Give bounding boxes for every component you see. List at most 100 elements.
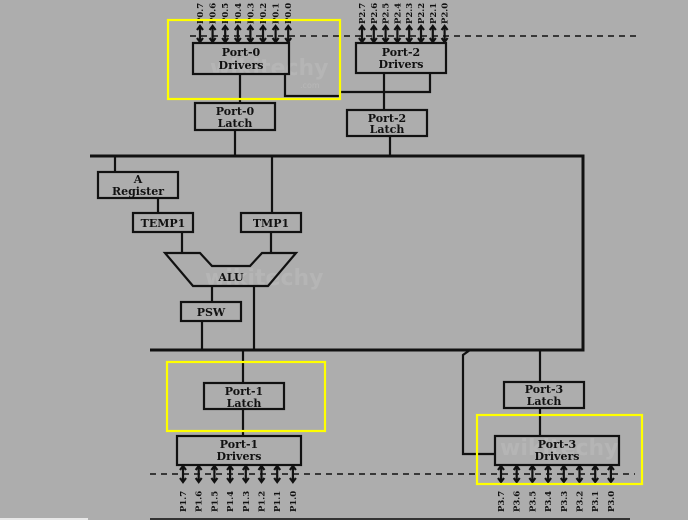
pin-label-P0-6: P0.6 bbox=[209, 3, 219, 24]
pin-arrowhead bbox=[271, 24, 280, 31]
port3-drivers-block bbox=[493, 434, 621, 467]
pin-label-P1-1: P1.1 bbox=[273, 491, 283, 512]
port3-drivers-label-2: Drivers bbox=[535, 450, 580, 463]
pin-arrowhead bbox=[369, 24, 378, 31]
pin-label-P1-2: P1.2 bbox=[258, 491, 268, 512]
port3-latch-label-1: Port-3 bbox=[525, 383, 563, 396]
pin-arrowhead bbox=[208, 37, 217, 44]
pin-arrowhead bbox=[226, 464, 234, 471]
port3-alt-function-wire bbox=[461, 349, 494, 456]
alu-block bbox=[162, 251, 299, 288]
a-register-block bbox=[96, 170, 180, 200]
pin-arrowhead bbox=[246, 24, 255, 31]
pin-arrowhead bbox=[428, 37, 437, 44]
pin-label-P0-7: P0.7 bbox=[196, 3, 206, 24]
pin-arrowhead bbox=[196, 24, 204, 31]
port3-drivers-label-1: Port-3 bbox=[538, 438, 576, 451]
port2-drivers-block bbox=[354, 41, 448, 75]
psw-block bbox=[179, 300, 243, 323]
pin-arrowhead bbox=[259, 24, 267, 31]
internal-data-bus bbox=[90, 154, 585, 352]
pin-arrowhead bbox=[241, 477, 250, 484]
pin-arrowhead bbox=[226, 477, 234, 484]
pin-arrowhead bbox=[607, 464, 615, 471]
pin-label-P1-5: P1.5 bbox=[210, 491, 220, 512]
highlight-port3 bbox=[475, 413, 644, 486]
pin-label-P3-4: P3.4 bbox=[544, 491, 554, 512]
alu-label: ALU bbox=[217, 271, 244, 284]
pin-arrowhead bbox=[284, 37, 293, 44]
pin-arrowhead bbox=[559, 477, 568, 484]
pin-label-P0-2: P0.2 bbox=[259, 3, 269, 24]
highlight-port0 bbox=[166, 18, 342, 101]
watermark-brand-3: wikitechy bbox=[500, 436, 619, 461]
pin-label-P1-4: P1.4 bbox=[226, 491, 236, 512]
a-register-label-1: A bbox=[133, 173, 143, 186]
pin-label-P3-7: P3.7 bbox=[497, 491, 507, 512]
pin-arrowhead bbox=[544, 477, 552, 484]
port2-latch-label-1: Port-2 bbox=[368, 112, 406, 125]
pin-label-P0-4: P0.4 bbox=[234, 3, 244, 24]
pin-arrowhead bbox=[528, 464, 537, 471]
port2-drivers-label-1: Port-2 bbox=[382, 46, 420, 59]
pin-label-P0-5: P0.5 bbox=[221, 3, 231, 24]
pin-arrowhead bbox=[257, 464, 266, 471]
pin-label-P1-0: P1.0 bbox=[289, 491, 299, 512]
pin-arrowhead bbox=[559, 464, 568, 471]
port0-drivers-block bbox=[191, 41, 291, 76]
pin-label-P2-7: P2.7 bbox=[358, 3, 368, 24]
pin-arrowhead bbox=[497, 464, 505, 471]
pin-arrowhead bbox=[179, 477, 187, 484]
pin-label-P3-2: P3.2 bbox=[576, 491, 586, 512]
port2-addr-wire bbox=[340, 74, 432, 94]
pin-arrowhead bbox=[358, 37, 366, 44]
pin-arrowhead bbox=[179, 464, 187, 471]
pin-label-P1-6: P1.6 bbox=[195, 491, 205, 512]
pin-arrowhead bbox=[393, 37, 402, 44]
pin-arrowhead bbox=[257, 477, 266, 484]
pin-arrowhead bbox=[210, 464, 219, 471]
pin-arrowhead bbox=[607, 477, 615, 484]
port2-latch-label-2: Latch bbox=[370, 123, 405, 136]
pin-arrowhead bbox=[405, 37, 414, 44]
pin-arrowhead bbox=[271, 37, 280, 44]
port0-drivers-label-1: Port-0 bbox=[222, 46, 261, 59]
pin-label-P3-3: P3.3 bbox=[560, 491, 570, 512]
pin-label-P0-3: P0.3 bbox=[246, 3, 256, 24]
pin-arrowhead bbox=[417, 37, 425, 44]
port3-latch-block bbox=[502, 380, 586, 410]
pin-arrowhead bbox=[221, 24, 230, 31]
pin-label-P2-4: P2.4 bbox=[393, 3, 403, 24]
pin-arrowhead bbox=[233, 37, 242, 44]
pin-arrowhead bbox=[221, 37, 230, 44]
pin-arrowhead bbox=[369, 37, 378, 44]
pin-label-P2-3: P2.3 bbox=[405, 3, 415, 24]
pin-arrowhead bbox=[575, 477, 584, 484]
pin-arrowhead bbox=[417, 24, 425, 31]
pin-arrowhead bbox=[259, 37, 267, 44]
pin-arrowhead bbox=[289, 477, 297, 484]
pin-arrowhead bbox=[273, 477, 282, 484]
temp1-label: TEMP1 bbox=[141, 217, 186, 230]
port0-latch-label-1: Port-0 bbox=[216, 105, 255, 118]
pin-arrowhead bbox=[591, 477, 600, 484]
pin-arrowhead bbox=[393, 24, 402, 31]
port2-drivers-label-2: Drivers bbox=[379, 58, 424, 71]
pin-arrowhead bbox=[284, 24, 293, 31]
pin-label-P2-5: P2.5 bbox=[382, 3, 392, 24]
pin-arrowhead bbox=[194, 477, 203, 484]
a-register-label-2: Register bbox=[112, 185, 164, 198]
pin-label-P3-5: P3.5 bbox=[528, 491, 538, 512]
pin-arrowhead bbox=[358, 24, 366, 31]
pin-label-P3-6: P3.6 bbox=[513, 491, 523, 512]
watermark-suffix: .com bbox=[300, 81, 320, 90]
temp1-block bbox=[131, 211, 195, 234]
pin-arrowhead bbox=[273, 464, 282, 471]
pin-arrowhead bbox=[512, 464, 521, 471]
pin-arrowhead bbox=[440, 24, 449, 31]
pin-label-P1-7: P1.7 bbox=[179, 491, 189, 512]
port1-latch-label-2: Latch bbox=[227, 397, 262, 410]
pin-label-P1-3: P1.3 bbox=[242, 491, 252, 512]
watermark-brand: wikitechy bbox=[210, 56, 329, 81]
pin-label-P2-2: P2.2 bbox=[417, 3, 427, 24]
